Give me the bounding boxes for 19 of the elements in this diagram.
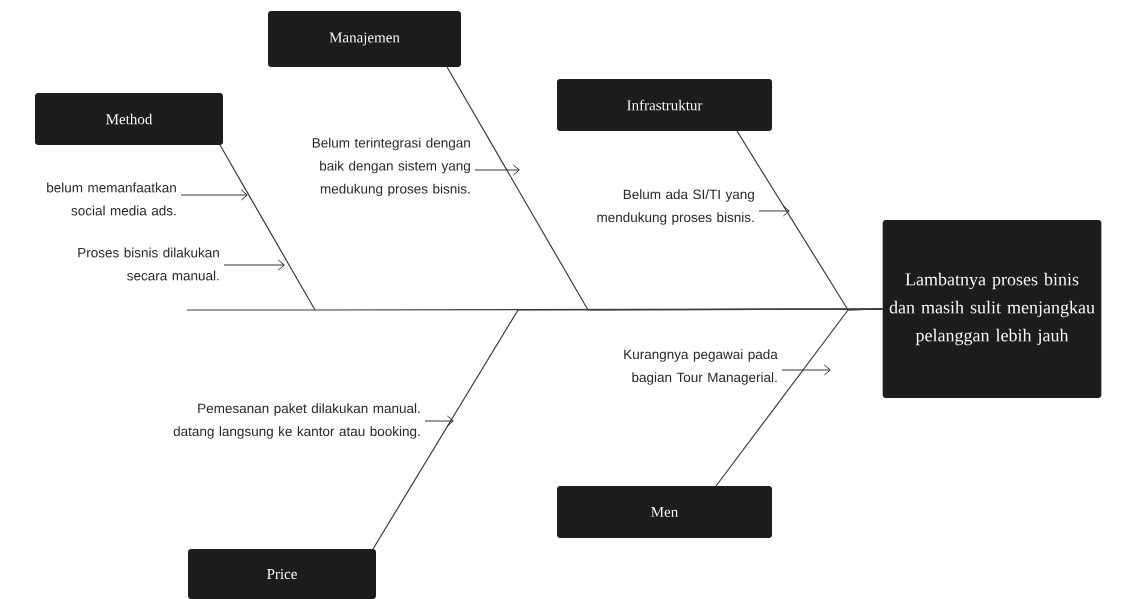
category-box: Infrastruktur bbox=[557, 79, 772, 131]
cause-text: Pemesanan paket dilakukan manual. datang langsung ke kantor atau booking. bbox=[173, 403, 420, 439]
arrow bbox=[758, 205, 790, 217]
bone-line bbox=[715, 308, 884, 487]
arrow bbox=[474, 164, 520, 176]
category-box: Price bbox=[188, 549, 376, 599]
cause-text: Proses bisnis dilakukan secara manual. bbox=[78, 247, 219, 281]
cause-text: belum memanfaatkan social media ads. bbox=[47, 182, 176, 216]
cause-text: Belum ada SI/TI yang mendukung proses bisnis. bbox=[597, 189, 754, 225]
category-box: Method bbox=[35, 93, 223, 145]
category-box: Men bbox=[557, 486, 772, 538]
arrow bbox=[180, 189, 248, 201]
arrow bbox=[223, 259, 285, 271]
arrow bbox=[424, 415, 454, 427]
category-box: Manajemen bbox=[268, 11, 461, 67]
cause-text: Belum terintegrasi dengan baik dengan sistem yang medukung proses bisnis. bbox=[312, 137, 470, 197]
cause-text: Kurangnya pegawai pada bagian Tour Managerial. bbox=[624, 349, 778, 385]
arrow bbox=[781, 364, 831, 376]
effect-box: Lambatnya proses binis dan masih sulit menjangkau pelanggan lebih jauh bbox=[882, 220, 1102, 398]
